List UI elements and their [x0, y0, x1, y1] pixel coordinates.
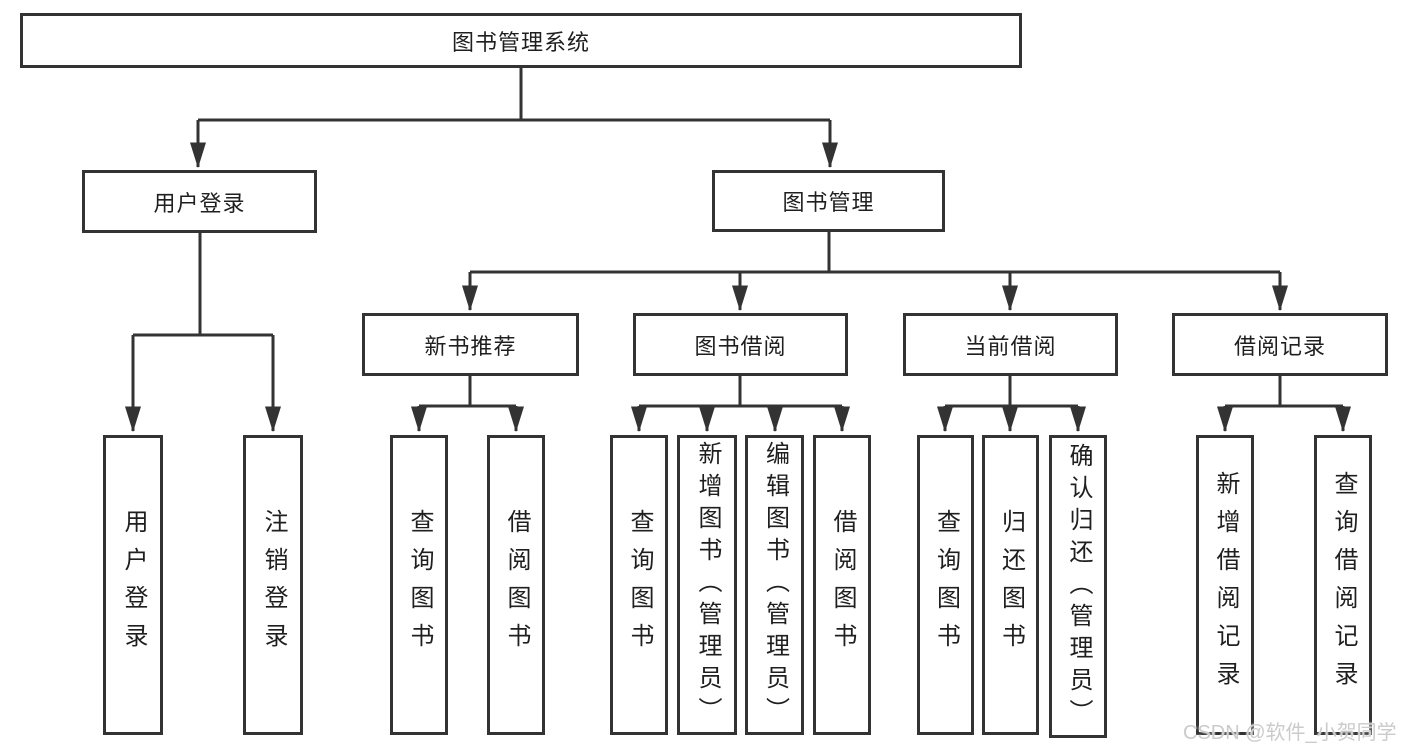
- leaf-query-borrow-record-label: 查询借阅记录: [1330, 471, 1357, 699]
- node-book-borrow-label: 图书借阅: [694, 333, 787, 359]
- leaf-query-borrow-record: 查询借阅记录: [1314, 435, 1372, 735]
- node-book-borrow: 图书借阅: [633, 313, 848, 376]
- leaf-user-login-label: 用户登录: [120, 509, 147, 661]
- node-user-login-label: 用户登录: [153, 190, 246, 216]
- leaf-user-login: 用户登录: [103, 435, 163, 735]
- leaf-query-books-2: 查询图书: [610, 435, 668, 735]
- leaf-borrow-books-2-label: 借阅图书: [829, 509, 856, 661]
- leaf-query-books-1-label: 查询图书: [406, 509, 433, 661]
- node-book-management: 图书管理: [712, 170, 945, 232]
- node-borrow-records: 借阅记录: [1172, 313, 1388, 376]
- leaf-edit-book-admin: 编辑图书（管理员）: [745, 435, 804, 735]
- leaf-add-borrow-record: 新增借阅记录: [1196, 435, 1254, 735]
- leaf-query-books-1: 查询图书: [390, 435, 448, 735]
- leaf-confirm-return-admin: 确认归还（管理员）: [1049, 435, 1107, 738]
- leaf-return-book: 归还图书: [982, 435, 1039, 735]
- node-root: 图书管理系统: [20, 13, 1022, 68]
- node-current-borrow-label: 当前借阅: [964, 333, 1057, 359]
- node-new-book-recommend: 新书推荐: [362, 313, 579, 376]
- leaf-logout-label: 注销登录: [260, 509, 287, 661]
- csdn-watermark: CSDN @软件_小贺同学: [1183, 722, 1397, 744]
- leaf-add-borrow-record-label: 新增借阅记录: [1212, 471, 1239, 699]
- node-new-book-recommend-label: 新书推荐: [424, 333, 517, 359]
- node-book-management-label: 图书管理: [782, 190, 875, 215]
- leaf-add-book-admin: 新增图书（管理员）: [677, 435, 737, 735]
- node-root-label: 图书管理系统: [451, 29, 590, 55]
- leaf-confirm-return-admin-label: 确认归还（管理员）: [1065, 442, 1092, 731]
- leaf-borrow-books-1-label: 借阅图书: [503, 509, 530, 661]
- leaf-edit-book-admin-label: 编辑图书（管理员）: [761, 441, 789, 729]
- leaf-query-books-3: 查询图书: [917, 435, 974, 735]
- node-current-borrow: 当前借阅: [903, 313, 1118, 376]
- node-borrow-records-label: 借阅记录: [1233, 333, 1326, 359]
- leaf-logout: 注销登录: [243, 435, 303, 735]
- leaf-borrow-books-2: 借阅图书: [813, 435, 871, 735]
- leaf-borrow-books-1: 借阅图书: [487, 435, 545, 735]
- leaf-query-books-3-label: 查询图书: [932, 509, 960, 661]
- node-user-login: 用户登录: [82, 170, 317, 233]
- leaf-return-book-label: 归还图书: [997, 509, 1025, 661]
- leaf-query-books-2-label: 查询图书: [626, 509, 653, 661]
- leaf-add-book-admin-label: 新增图书（管理员）: [694, 441, 721, 729]
